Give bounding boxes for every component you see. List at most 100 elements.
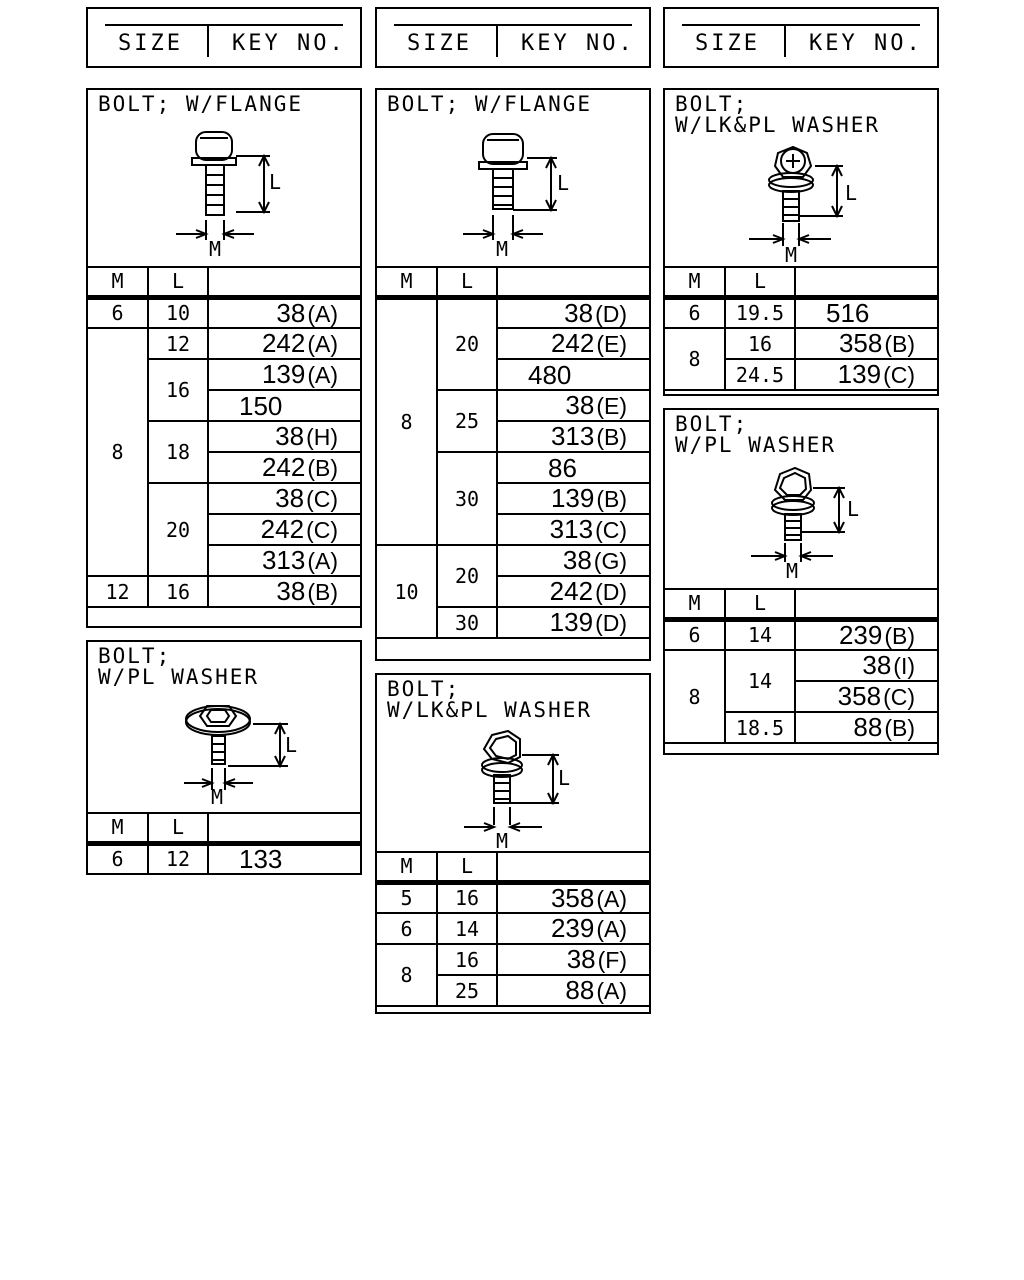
dim-m-label: M [785, 243, 797, 266]
table-cell: 139(C) [794, 358, 939, 391]
panel-title: BOLT; W/PL WASHER [675, 412, 837, 457]
table-row: 30 86 [376, 451, 651, 546]
key-suffix: (E) [596, 331, 627, 357]
key-number: 38 [276, 576, 306, 606]
table-cell: 516 [794, 296, 939, 329]
dim-m-label: M [209, 237, 221, 261]
table-cell: 5 [375, 881, 438, 914]
key-suffix: (C) [306, 486, 338, 512]
table-cell: 18 [147, 420, 209, 484]
table-cell: 20 [436, 544, 498, 608]
pl-washer-bolt-icon: L M [184, 705, 297, 809]
table-cell: 38(E) [496, 389, 651, 422]
size-key-header-1: SIZE KEY NO. [86, 7, 362, 68]
table-cell: 16 [147, 575, 209, 608]
table-cell: 313(A) [207, 544, 362, 577]
size-key-header-3: SIZE KEY NO. [663, 7, 939, 68]
table-cell: 38(G) [496, 544, 651, 577]
key-suffix: (A) [596, 916, 627, 942]
key-suffix: (B) [884, 715, 915, 741]
key-number: 242 [550, 328, 595, 358]
key-suffix: (C) [883, 684, 915, 710]
dim-l-label: L [558, 766, 570, 790]
table-cell: 88(A) [496, 974, 651, 1007]
key-number: 313 [261, 545, 306, 575]
table-cell [496, 851, 651, 885]
flange-bolt-icon: L M [176, 131, 281, 261]
table-row: 313(C) [376, 513, 651, 546]
col-m-header: M [86, 812, 149, 846]
key-number: 313 [549, 514, 594, 544]
key-number: 242 [261, 452, 306, 482]
table-cell: 6 [86, 842, 149, 875]
table-cell: 6 [663, 618, 726, 651]
table-cell: 8 [86, 327, 149, 577]
table-cell: 480 [496, 358, 651, 391]
key-suffix: (B) [596, 486, 627, 512]
table-cell: 139(D) [496, 606, 651, 639]
table-cell: 133 [207, 842, 362, 875]
table-cell: 14 [436, 912, 498, 945]
panel-title: BOLT; W/LK&PL WASHER [675, 92, 881, 137]
key-suffix: (E) [596, 393, 627, 419]
key-number: 88 [853, 712, 883, 742]
dim-l-label: L [847, 497, 859, 521]
table-cell: 6 [375, 912, 438, 945]
size-key-header-2: SIZE KEY NO. [375, 7, 651, 68]
key-number: 38 [276, 297, 306, 328]
table-cell: 10 [375, 544, 438, 639]
table-cell: 12 [86, 575, 149, 608]
table-cell: 30 [436, 451, 498, 546]
key-number: 516 [826, 298, 870, 329]
table-cell: 358(B) [794, 327, 939, 360]
key-suffix: (A) [596, 885, 627, 912]
dim-l-label: L [557, 171, 569, 195]
table-cell: 12 [147, 842, 209, 875]
lk-pl-washer-phillips-bolt-icon: L M [749, 145, 857, 266]
table-cell: 18.5 [724, 711, 796, 744]
table-cell: 38(C) [207, 482, 362, 515]
dim-m-label: M [496, 829, 508, 851]
dim-m-label: M [211, 785, 223, 809]
pl-washer-hex-bolt-icon: L M [751, 466, 859, 583]
col-l-header: L [436, 266, 498, 300]
key-suffix: (B) [884, 622, 915, 649]
table-row: 150 [87, 389, 362, 422]
key-number: 358 [837, 681, 882, 711]
key-number: 86 [548, 452, 577, 483]
dim-l-label: L [269, 170, 281, 194]
table-cell: 86 [496, 451, 651, 484]
table-cell: 242(C) [207, 513, 362, 546]
table-cell: 19.5 [724, 296, 796, 329]
key-suffix: (D) [595, 579, 627, 605]
key-no-label: KEY NO. [232, 31, 346, 56]
table-cell: 88(B) [794, 711, 939, 744]
table-cell: 242(D) [496, 575, 651, 608]
table-cell [207, 266, 362, 300]
dim-l-label: L [285, 733, 297, 757]
key-suffix: (C) [306, 517, 338, 543]
table-row: 480 [376, 358, 651, 391]
table-cell: 38(H) [207, 420, 362, 453]
table-cell: 150 [207, 389, 362, 422]
table-cell: 38(D) [496, 296, 651, 329]
key-number: 38 [862, 650, 892, 680]
key-number: 358 [550, 882, 595, 913]
table-cell: 239(A) [496, 912, 651, 945]
key-suffix: (A) [307, 548, 338, 574]
col-l-header: L [724, 266, 796, 300]
table-cell [496, 266, 651, 300]
